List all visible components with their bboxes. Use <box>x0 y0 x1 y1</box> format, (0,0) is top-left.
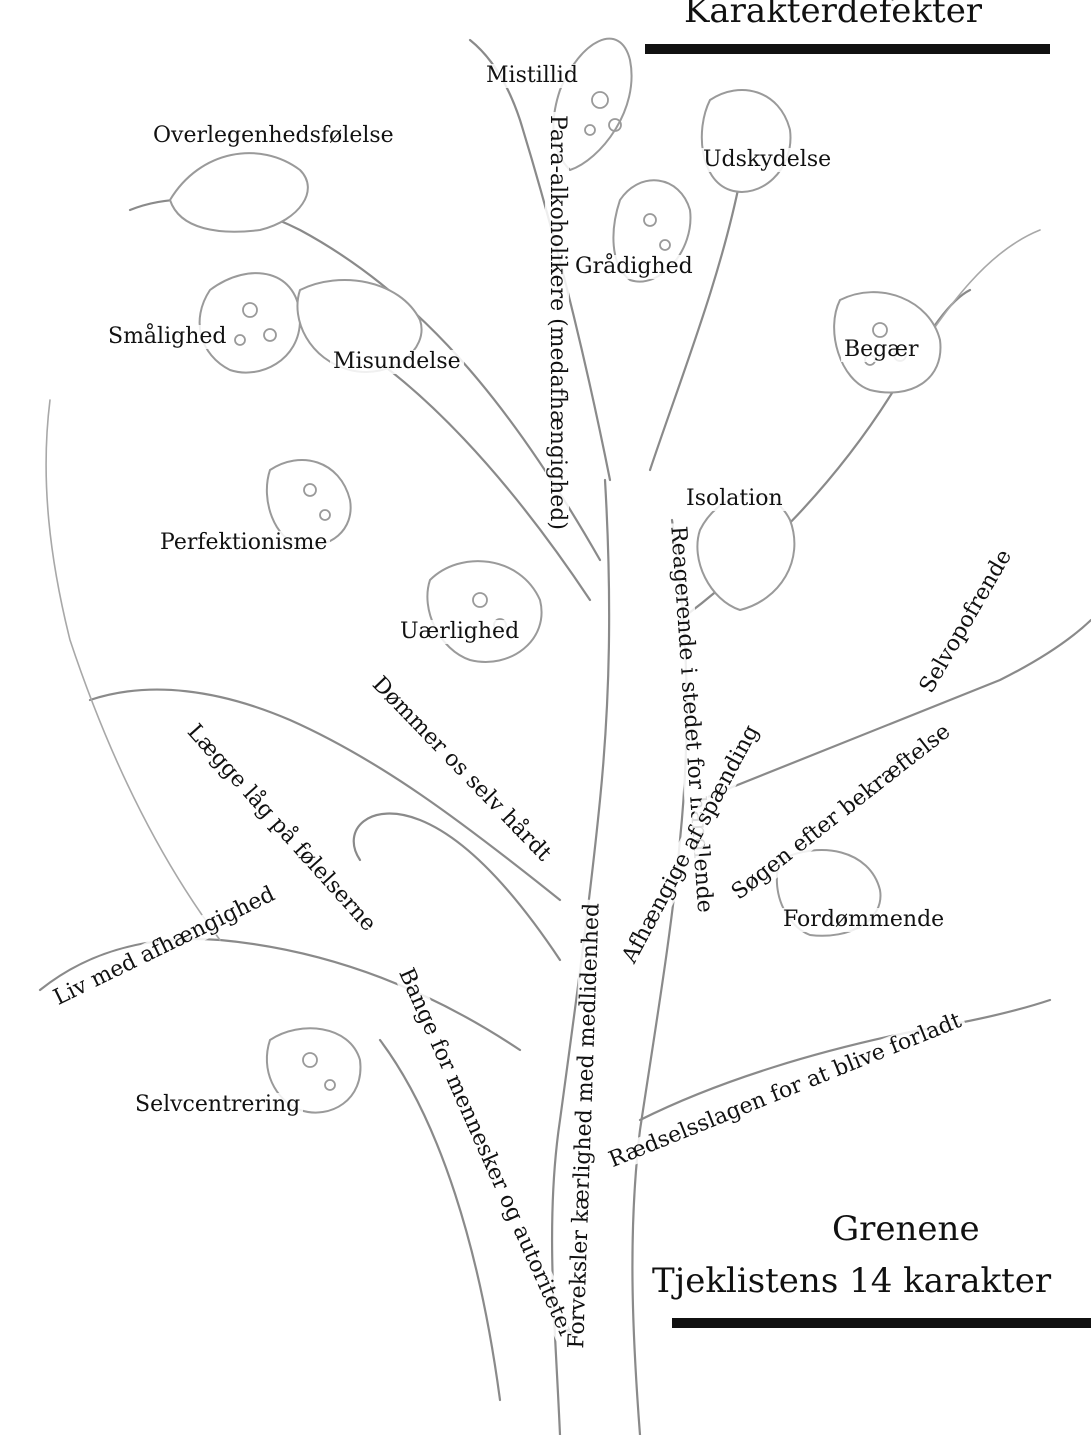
label-mistillid: Mistillid <box>483 64 581 88</box>
label-isolation: Isolation <box>683 487 786 511</box>
title-underline <box>645 44 1050 54</box>
branch-far-left <box>46 400 220 940</box>
leaf-udskydelse <box>702 90 791 192</box>
label-begaer: Begær <box>841 338 921 362</box>
page-title: Karakterdefekter <box>684 0 982 28</box>
branch-bottom-left <box>380 1040 500 1400</box>
label-udskydelse: Udskydelse <box>700 148 834 172</box>
label-fordommende: Fordømmende <box>780 908 947 932</box>
footer-line-2: Tjeklistens 14 karakter <box>652 1264 1051 1298</box>
leaf-uaerlighed <box>427 561 541 662</box>
footer-underline <box>672 1318 1091 1328</box>
footer-line-1: Grenene <box>832 1212 980 1246</box>
label-uaerlighed: Uærlighed <box>397 620 522 644</box>
label-perfektionisme: Perfektionisme <box>157 531 330 555</box>
label-misundelse: Misundelse <box>330 350 464 374</box>
label-selvcentrering: Selvcentrering <box>132 1093 303 1117</box>
branch-upper-left <box>130 200 600 560</box>
label-smalighed: Smålighed <box>105 325 229 349</box>
label-gradighed: Grådighed <box>572 255 696 279</box>
leaf-isolation <box>697 495 794 610</box>
leaf-upper-left <box>170 153 308 232</box>
leaf-smalighed <box>200 273 300 372</box>
branch-label-para: Para-alkoholikere (medafhængighed) <box>545 112 569 533</box>
label-overlegenhed: Overlegenhedsfølelse <box>150 124 397 148</box>
branch-lower-left <box>40 939 520 1050</box>
